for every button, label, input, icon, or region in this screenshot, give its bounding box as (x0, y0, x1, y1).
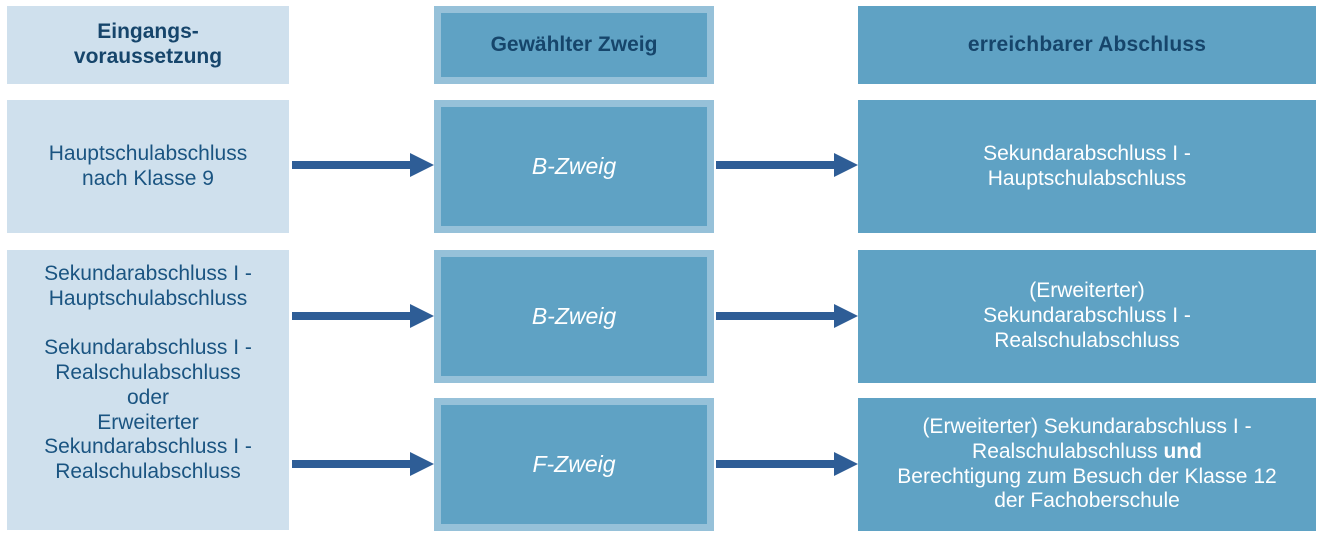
arrow-row1-prereq-to-branch (292, 152, 434, 178)
header-eingangsvoraussetzung: Eingangs- voraussetzung (7, 6, 289, 84)
outcome-box-row2: (Erweiterter) Sekundarabschluss I - Real… (858, 250, 1316, 383)
outcome-row3-line3: Berechtigung zum Besuch der Klasse 12 (897, 464, 1277, 488)
branch-label-row2: B-Zweig (531, 302, 617, 329)
arrow-row2-branch-to-outcome (716, 303, 858, 329)
branch-label-row3: F-Zweig (532, 450, 616, 477)
arrow-row3-prereq-to-branch (292, 451, 434, 477)
outcome-text-row2: (Erweiterter) Sekundarabschluss I - Real… (983, 279, 1191, 352)
branch-label-row1: B-Zweig (531, 152, 617, 179)
prerequisite-box-row2: Sekundarabschluss I - Hauptschulabschlus… (7, 250, 289, 530)
header-col1-label: Eingangs- voraussetzung (73, 20, 223, 68)
branch-box-row1: B-Zweig (434, 100, 714, 233)
header-col2-inner: Gewählter Zweig (441, 13, 707, 77)
outcome-row3-line4: der Fachoberschule (994, 489, 1180, 513)
header-col3-label: erreichbarer Abschluss (967, 32, 1207, 56)
outcome-row3-line1: (Erweiterter) Sekundarabschluss I - (922, 414, 1252, 438)
branch-inner-row3: F-Zweig (441, 405, 707, 524)
outcome-box-row1: Sekundarabschluss I - Hauptschulabschlus… (858, 100, 1316, 233)
branch-inner-row1: B-Zweig (441, 107, 707, 226)
prerequisite-text-row2: Sekundarabschluss I - Hauptschulabschlus… (44, 262, 252, 484)
outcome-text-row1: Sekundarabschluss I - Hauptschulabschlus… (983, 141, 1191, 190)
header-erreichbarer-abschluss: erreichbarer Abschluss (858, 6, 1316, 84)
branch-inner-row2: B-Zweig (441, 257, 707, 376)
branch-box-row2: B-Zweig (434, 250, 714, 383)
arrow-row2-prereq-to-branch (292, 303, 434, 329)
outcome-box-row3: (Erweiterter) Sekundarabschluss I -Reals… (858, 398, 1316, 531)
outcome-text-row3: (Erweiterter) Sekundarabschluss I -Reals… (858, 415, 1316, 514)
branch-box-row3: F-Zweig (434, 398, 714, 531)
arrow-row1-branch-to-outcome (716, 152, 858, 178)
outcome-row3-und: und (1163, 439, 1202, 463)
outcome-row3-line2a: Realschulabschluss (972, 439, 1164, 463)
header-col2-label: Gewählter Zweig (490, 32, 658, 56)
header-gewaehlter-zweig: Gewählter Zweig (434, 6, 714, 84)
prerequisite-box-row1: Hauptschulabschluss nach Klasse 9 (7, 100, 289, 233)
prerequisite-text-row1: Hauptschulabschluss nach Klasse 9 (48, 141, 248, 190)
arrow-row3-branch-to-outcome (716, 451, 858, 477)
